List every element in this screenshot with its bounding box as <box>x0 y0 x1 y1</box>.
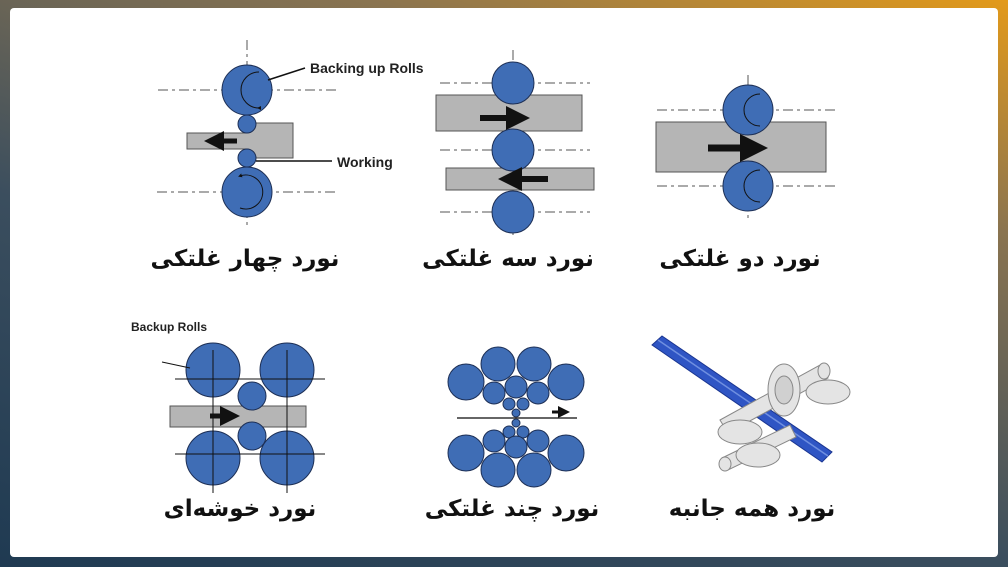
four-high-mill <box>186 64 332 218</box>
two-high-mill <box>655 84 827 212</box>
working-rolls-label: Working <box>337 154 393 170</box>
multi-roll-title: نورد چند غلتکی <box>424 496 600 522</box>
cluster-mill <box>161 342 325 493</box>
two-high-title: نورد دو غلتکی <box>659 246 821 272</box>
multi-roll-mill <box>447 346 585 488</box>
universal-mill <box>651 335 851 472</box>
backup-rolls-label: Backup Rolls <box>131 320 208 334</box>
four-high-title: نورد چهار غلتکی <box>150 246 340 272</box>
universal-title: نورد همه جانبه <box>668 496 836 522</box>
backing-up-rolls-label: Backing up Rolls <box>310 60 424 76</box>
cluster-title: نورد خوشه‌ای <box>163 496 317 522</box>
three-high-title: نورد سه غلتکی <box>422 246 594 272</box>
three-high-mill <box>435 61 595 234</box>
